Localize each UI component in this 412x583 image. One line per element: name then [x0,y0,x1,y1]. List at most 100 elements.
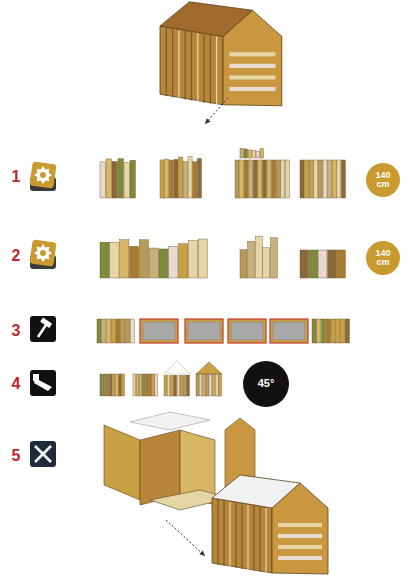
house-plank-line [265,508,266,573]
wood-plank [337,250,346,278]
wood-bundle [100,159,135,198]
house-slat [278,534,322,538]
wood-plank [111,319,115,343]
wood-plank [146,374,149,396]
step-number: 2 [12,248,21,264]
wood-plank [183,162,187,198]
house-plank-line [197,33,198,101]
wood-plank [188,157,192,198]
wood-plank [318,160,322,198]
house-side [212,498,272,573]
saw-icon [30,370,56,396]
wood-plank [112,162,117,198]
wood-plank [209,374,212,396]
wood-plank [180,374,183,396]
wood-plank [169,246,178,278]
wood-plank [244,160,248,198]
wood-plank [174,374,177,396]
house-plank-line [172,29,173,97]
icon-face [30,441,56,467]
wood-plank [206,374,209,396]
wood-plank [100,374,103,396]
house [160,2,282,106]
house-plank-line [253,506,254,571]
wood-plank [130,160,135,198]
wood-plank [332,160,336,198]
wood-plank [120,240,129,278]
wood-bundle [160,157,201,198]
wood-plank [253,160,257,198]
wood-plank [164,374,167,396]
house-plank-line [235,503,236,568]
wood-bundle [300,250,345,278]
gable-panel [196,362,222,374]
wood-bundle [235,160,289,198]
wood-plank [116,374,119,396]
flow-arrow-head [205,118,211,124]
wood-plank [270,238,277,278]
wood-plank [179,244,188,278]
wood-plank [109,374,112,396]
wood-bundle [100,239,207,278]
panel-planks [196,374,221,396]
wood-plank [179,157,183,198]
wood-plank [155,374,158,396]
wood-plank [248,150,251,158]
wood-plank [116,319,120,343]
wood-plank [174,159,178,198]
hammer-handle [38,325,46,337]
panel-board [188,322,220,340]
wood-plank [126,319,130,343]
house-roof [212,475,300,508]
hammer-icon [30,316,56,342]
wood-plank [139,240,148,278]
wood-plank [263,248,270,278]
wood-plank [121,319,125,343]
wood-plank [171,374,174,396]
wood-plank [255,236,262,278]
wood-plank [256,151,259,158]
roof-cut [164,362,190,374]
wood-plank [300,160,304,198]
wood-plank [139,374,142,396]
wood-plank [240,250,247,278]
wood-plank [149,248,158,278]
wood-plank [136,374,139,396]
badge-fill [366,241,400,275]
wood-plank [107,319,111,343]
gear-symbol [34,244,52,262]
house-roof [160,2,252,37]
panel-planks [133,374,157,396]
house-plank-line [185,31,186,99]
icon-face [29,239,56,266]
wood-plank [309,160,313,198]
wood-plank [184,374,187,396]
wood-plank [326,319,330,343]
badge-text: 140 cm [372,249,394,268]
dimension-badge: 140 cm [366,241,400,275]
wood-plank [317,319,321,343]
wood-plank [118,159,123,198]
dimension-badge: 140 cm [366,163,400,197]
wood-plank [188,241,197,278]
house-slat [229,87,275,91]
wood-plank [212,374,215,396]
wall-panel [185,319,223,343]
wood-plank [276,160,280,198]
wood-plank [177,374,180,396]
wood-plank [196,374,199,396]
house-plank-line [178,30,179,98]
wood-plank [314,160,318,198]
flow-arrow-line [205,98,228,124]
wood-plank [285,160,289,198]
wall-panel [270,319,308,343]
house-plank-line [166,28,167,96]
wood-plank [312,319,316,343]
wood-plank [240,148,243,158]
wood-plank [167,374,170,396]
wood-plank [110,242,119,278]
wood-plank [216,374,219,396]
wood-plank [240,160,244,198]
wood-plank [103,374,106,396]
